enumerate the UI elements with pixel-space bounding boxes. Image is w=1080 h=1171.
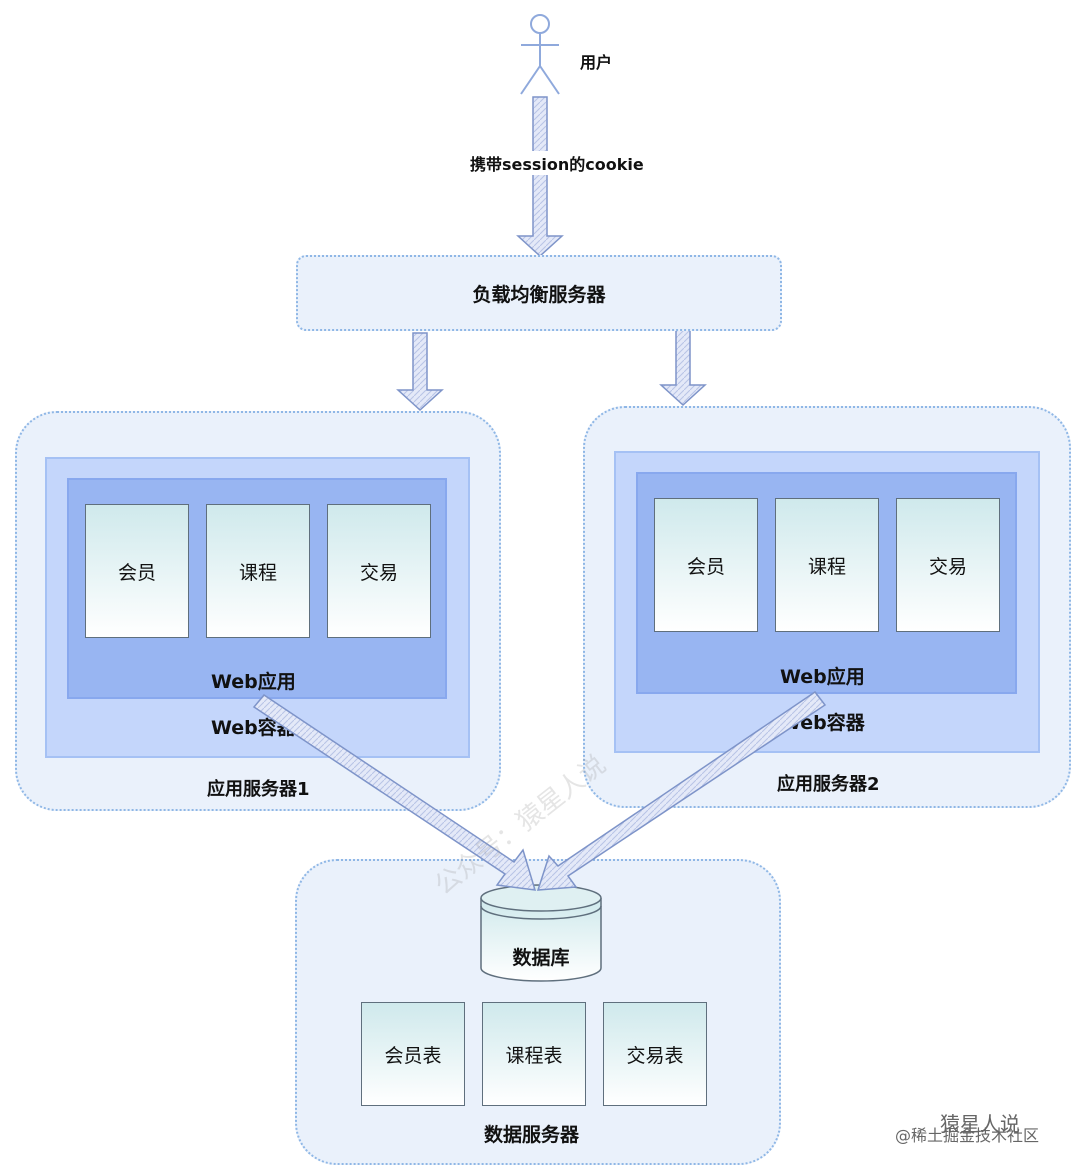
database-label: 数据库 [512, 947, 570, 969]
table-trade: 交易表 [603, 1002, 707, 1106]
corner-community: @稀土掘金技术社区 [895, 1126, 1040, 1145]
module-trade-2: 交易 [896, 498, 1000, 632]
database-cylinder-icon [480, 884, 602, 982]
module-trade-1: 交易 [327, 504, 431, 638]
app-server-label-1: 应用服务器1 [207, 779, 310, 800]
web-container-label-1: Web容器 [211, 717, 296, 739]
module-member-1: 会员 [85, 504, 189, 638]
module-course-1: 课程 [206, 504, 310, 638]
app-server-label-2: 应用服务器2 [777, 774, 880, 795]
table-member: 会员表 [361, 1002, 465, 1106]
user-actor-icon [520, 14, 560, 95]
arrow-user-to-lb [516, 96, 564, 258]
user-label: 用户 [580, 53, 613, 72]
arrow-lb-to-app1 [396, 332, 444, 412]
load-balancer-label: 负载均衡服务器 [472, 283, 606, 306]
load-balancer-node: 负载均衡服务器 [296, 255, 782, 331]
corner-brand: 猿星人说 [940, 1112, 1020, 1136]
request-label: 携带session的cookie [470, 151, 644, 175]
arrow-lb-to-app2 [659, 327, 707, 407]
web-app-label-1: Web应用 [211, 671, 296, 693]
web-container-label-2: Web容器 [780, 712, 865, 734]
web-app-label-2: Web应用 [780, 666, 865, 688]
data-server-label: 数据服务器 [484, 1124, 580, 1146]
module-member-2: 会员 [654, 498, 758, 632]
module-course-2: 课程 [775, 498, 879, 632]
table-course: 课程表 [482, 1002, 586, 1106]
